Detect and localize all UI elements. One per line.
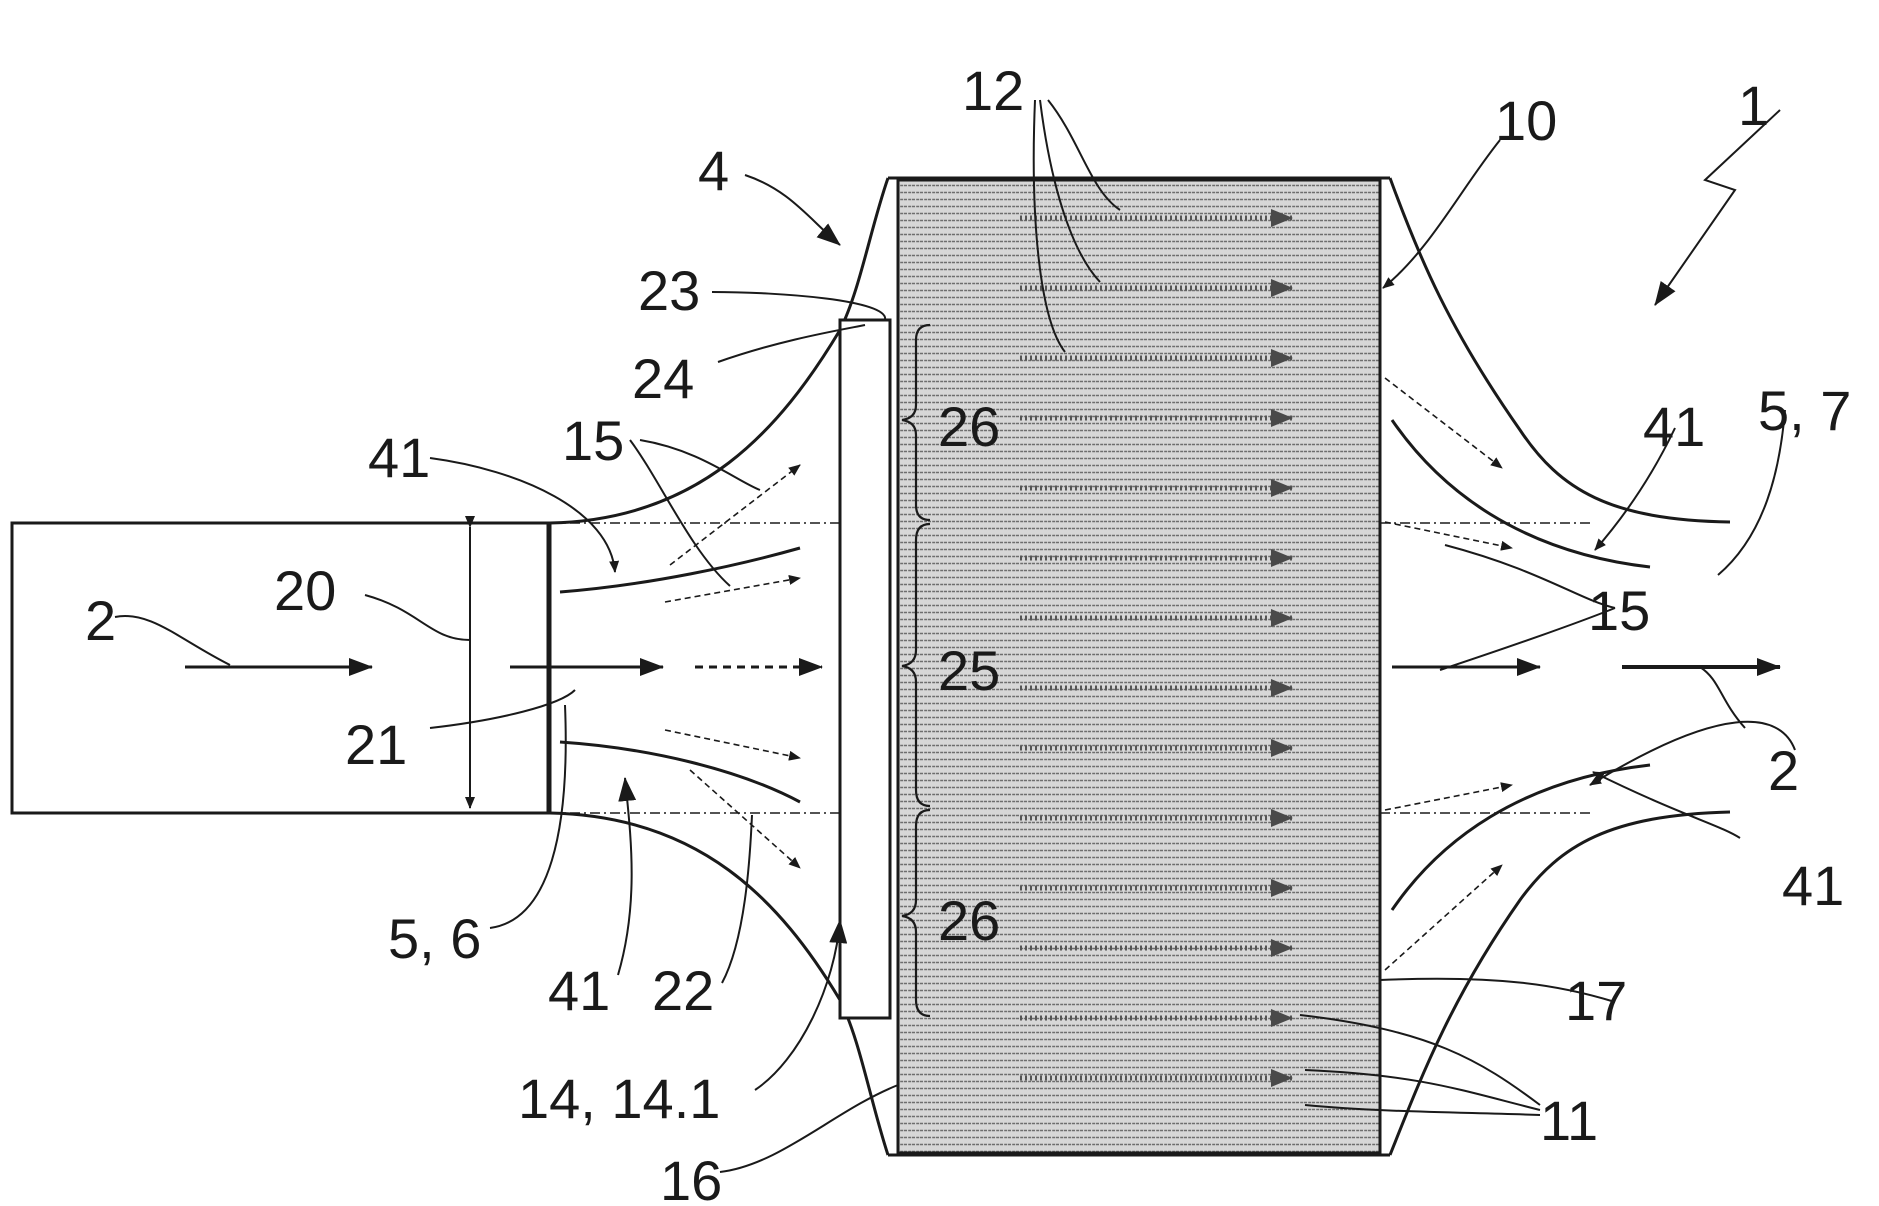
label-41-right: 41	[1782, 854, 1844, 917]
label-15-right: 15	[1588, 579, 1650, 642]
label-5-7: 5, 7	[1758, 379, 1851, 442]
label-2-right: 2	[1768, 739, 1799, 802]
label-41-bottom-left: 41	[548, 959, 610, 1022]
label-14-14-1: 14, 14.1	[518, 1067, 720, 1130]
label-24: 24	[632, 347, 694, 410]
label-10: 10	[1495, 89, 1557, 152]
label-2-left: 2	[85, 589, 116, 652]
label-11: 11	[1540, 1089, 1598, 1152]
label-5-6: 5, 6	[388, 907, 481, 970]
label-26-top: 26	[938, 395, 1000, 458]
label-17: 17	[1565, 969, 1627, 1032]
label-23: 23	[638, 259, 700, 322]
label-41-top-right: 41	[1643, 395, 1705, 458]
label-21: 21	[345, 713, 407, 776]
baffle-plate	[840, 320, 890, 1018]
label-4: 4	[698, 139, 729, 202]
guide-vane-lower-right	[1392, 765, 1650, 910]
label-41-top-left: 41	[368, 426, 430, 489]
guide-vane-upper-right	[1392, 420, 1650, 567]
guide-vane-upper-left	[560, 548, 800, 592]
label-15-left: 15	[562, 409, 624, 472]
label-25: 25	[938, 639, 1000, 702]
label-26-bottom: 26	[938, 889, 1000, 952]
housing-outlet-upper-wall	[1390, 178, 1730, 522]
label-20: 20	[274, 559, 336, 622]
label-22: 22	[652, 959, 714, 1022]
label-12: 12	[962, 59, 1024, 122]
label-1: 1	[1738, 74, 1769, 137]
label-16: 16	[660, 1149, 722, 1206]
